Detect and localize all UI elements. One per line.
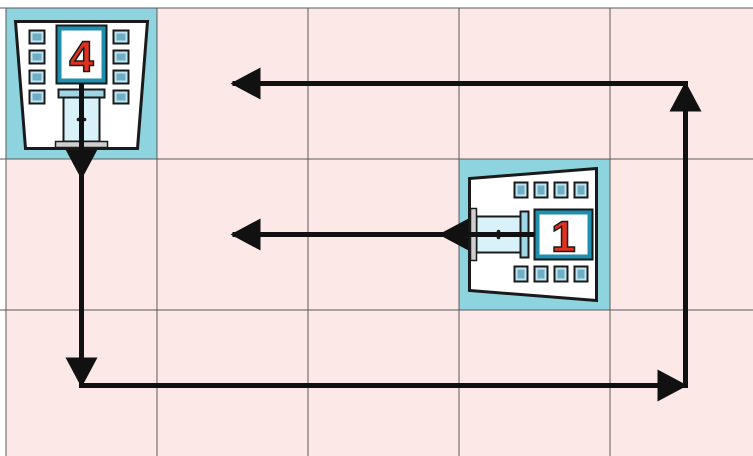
window-glass: [116, 53, 126, 61]
window-glass: [577, 269, 585, 279]
window-glass: [32, 33, 42, 41]
grid-cell-r1c4: [610, 159, 753, 310]
arrowhead-start: [438, 218, 469, 251]
grid-lines: [0, 7, 753, 456]
arrowhead-turn: [657, 369, 688, 402]
number-panel-face: [539, 214, 588, 255]
paths: [65, 67, 702, 402]
window-glass: [517, 269, 525, 279]
window-glass: [577, 185, 585, 195]
window-glass: [116, 33, 126, 41]
window-glass: [32, 53, 42, 61]
window-glass: [557, 185, 565, 195]
arrowhead-turn: [669, 81, 702, 112]
window-glass: [116, 93, 126, 101]
window-glass: [116, 73, 126, 81]
window-glass: [557, 269, 565, 279]
arrowhead-start: [65, 149, 98, 180]
window-glass: [537, 185, 545, 195]
arrowhead-end: [230, 218, 261, 251]
building-4: 4: [13, 20, 150, 150]
building-number: 1: [551, 213, 575, 262]
window-glass: [32, 93, 42, 101]
window-glass: [537, 269, 545, 279]
window-glass: [32, 73, 42, 81]
number-panel-face: [61, 30, 102, 79]
arrowhead-end: [230, 67, 261, 100]
building-number: 4: [69, 33, 94, 82]
window-glass: [517, 185, 525, 195]
arrowhead-turn: [65, 357, 98, 388]
